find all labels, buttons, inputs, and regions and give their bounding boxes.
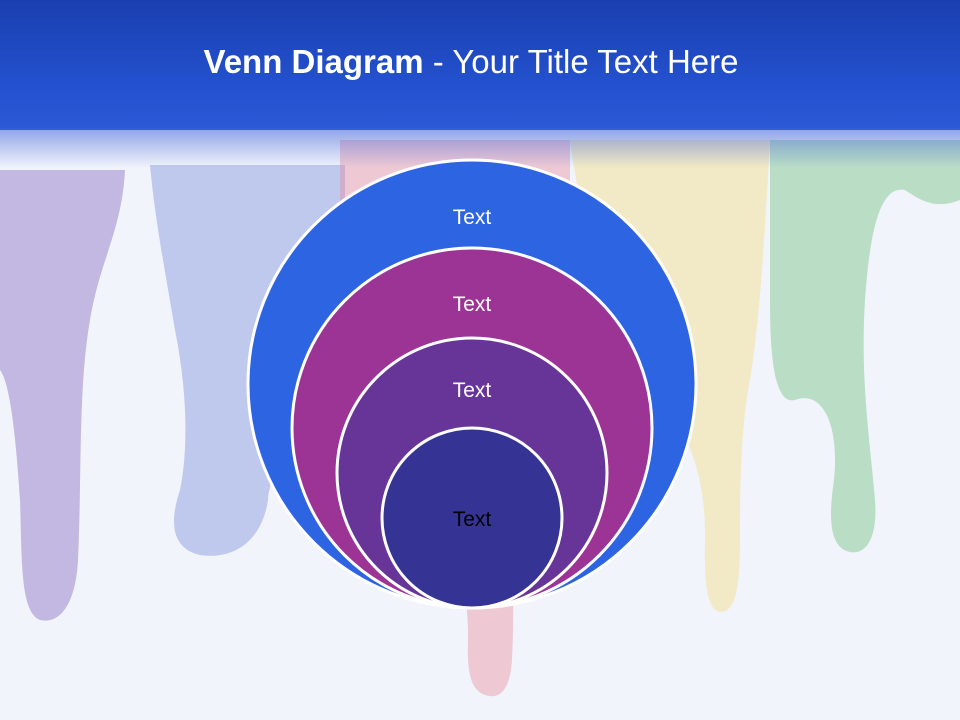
circle-4-label: Text <box>453 508 492 531</box>
green-paint-drip <box>770 140 960 553</box>
slide-title: Venn Diagram - Your Title Text Here <box>0 40 942 84</box>
slide-title-bold: Venn Diagram <box>203 43 424 80</box>
purple-paint-drip <box>0 170 125 621</box>
circle-4[interactable]: Text <box>380 426 564 610</box>
slide-title-rest: - Your Title Text Here <box>423 43 739 80</box>
circle-3-label: Text <box>453 379 492 402</box>
circle-2-label: Text <box>453 293 492 316</box>
circle-4-shape <box>380 426 564 610</box>
title-bar <box>0 0 960 130</box>
circle-1-label: Text <box>453 206 492 229</box>
